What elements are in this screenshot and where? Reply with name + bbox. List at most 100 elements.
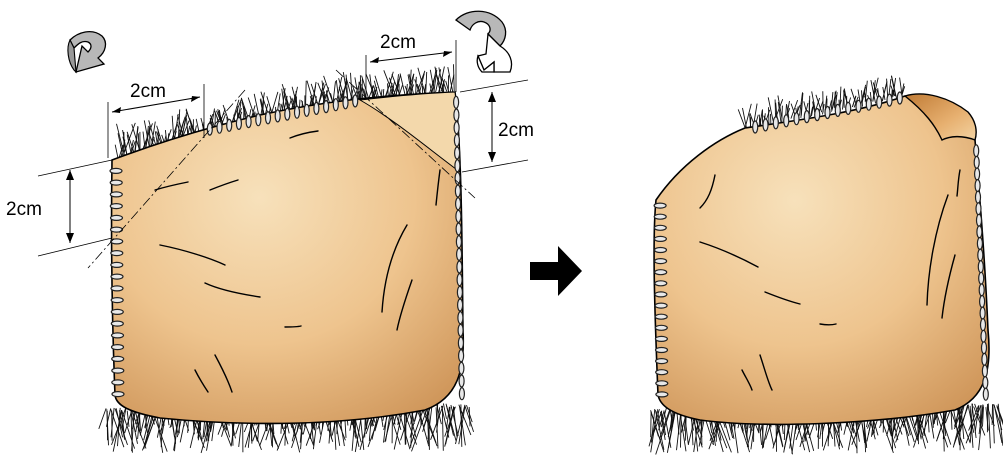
stitch xyxy=(753,121,758,133)
stitch xyxy=(656,348,668,353)
stitch xyxy=(110,192,122,197)
stitch xyxy=(980,307,985,319)
stitch xyxy=(304,104,309,116)
stitch xyxy=(655,314,667,319)
fur-strand xyxy=(759,115,760,127)
right-arrow-icon xyxy=(530,246,582,296)
stitch xyxy=(655,292,667,297)
stitch xyxy=(979,272,984,284)
stitch xyxy=(655,248,667,253)
stitch xyxy=(977,214,982,226)
stitch xyxy=(112,333,124,338)
stitch xyxy=(111,274,123,279)
stitch xyxy=(815,109,820,121)
stitch xyxy=(835,104,840,116)
dim-label-left-side: 2cm xyxy=(6,199,42,220)
stitch xyxy=(454,122,459,134)
fur-strand xyxy=(782,106,783,122)
stitch xyxy=(897,92,902,104)
fur-strand xyxy=(460,406,466,445)
stitch xyxy=(459,350,464,362)
stitch xyxy=(978,249,983,261)
stitch xyxy=(343,97,348,109)
stitch xyxy=(266,112,271,124)
stitch xyxy=(111,309,123,314)
stitch xyxy=(825,107,830,119)
stitch xyxy=(459,388,464,400)
stitch xyxy=(978,261,983,273)
stitch xyxy=(977,238,982,250)
stitch xyxy=(112,345,124,350)
stitch xyxy=(111,286,123,291)
stitch xyxy=(456,198,461,210)
stitch xyxy=(982,365,987,377)
stitch xyxy=(110,204,122,209)
fold-down-arrow-icon xyxy=(68,32,106,72)
stitch xyxy=(656,359,668,364)
left-panel: 2cm 2cm 2cm 2cm xyxy=(6,11,534,453)
fur-strand xyxy=(115,145,118,159)
stitch xyxy=(457,248,462,260)
stitch xyxy=(295,106,300,118)
fur-strand xyxy=(416,77,417,96)
stitch xyxy=(656,392,668,397)
stitch xyxy=(324,101,329,113)
stitch xyxy=(457,286,462,298)
stitch xyxy=(110,180,122,185)
stitch xyxy=(977,226,982,238)
stitch xyxy=(975,168,980,180)
fold-back-arrow-icon xyxy=(456,11,512,72)
stitch xyxy=(458,299,463,311)
stitch xyxy=(974,156,979,168)
fur-strand xyxy=(99,408,106,429)
fur-strand xyxy=(388,83,389,96)
stitch xyxy=(227,119,232,131)
fur-strand xyxy=(966,405,981,443)
stitch xyxy=(982,353,987,365)
stitch xyxy=(112,380,124,385)
stitch xyxy=(856,100,861,112)
stitch xyxy=(654,203,666,208)
stitch xyxy=(333,99,338,111)
stitch xyxy=(454,109,459,121)
stitch xyxy=(112,392,124,397)
fur-strand xyxy=(738,109,745,127)
dim-label-right-side: 2cm xyxy=(498,120,534,141)
stitch xyxy=(655,270,667,275)
stitch xyxy=(207,123,212,135)
stitch xyxy=(285,108,290,120)
stitch xyxy=(454,134,459,146)
stitch xyxy=(112,368,124,373)
stitch xyxy=(981,319,986,331)
stitch xyxy=(458,312,463,324)
fur-strand xyxy=(426,72,427,96)
stitch xyxy=(773,117,778,129)
stitch xyxy=(112,356,124,361)
fur-strand xyxy=(454,64,455,91)
stitch xyxy=(456,223,461,235)
stitch xyxy=(455,147,460,159)
stitch xyxy=(457,261,462,273)
stitch xyxy=(974,145,979,157)
leather-body xyxy=(112,92,464,423)
stitch xyxy=(111,215,123,220)
stitch xyxy=(236,117,241,129)
stitch xyxy=(975,180,980,192)
stitch xyxy=(246,116,251,128)
stitch xyxy=(456,236,461,248)
fur-strand xyxy=(469,407,470,426)
stitch xyxy=(655,336,667,341)
fur-strand xyxy=(834,92,835,108)
stitch xyxy=(654,214,666,219)
stitch xyxy=(784,115,789,127)
stitch xyxy=(459,362,464,374)
stitch xyxy=(217,121,222,133)
stitch xyxy=(655,259,667,264)
stitch xyxy=(656,370,668,375)
stitch xyxy=(111,251,123,256)
stitch xyxy=(983,388,988,400)
stitch xyxy=(275,110,280,122)
stitch xyxy=(983,377,988,389)
stitch xyxy=(455,185,460,197)
